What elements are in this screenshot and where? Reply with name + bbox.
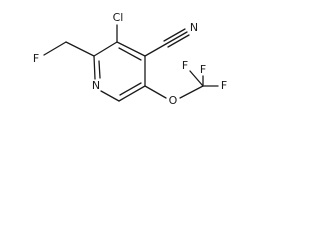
atom-label-trifluoro-f-left: F [182, 59, 188, 72]
atom-label-ether-oxygen: O [169, 94, 178, 107]
bond-c5-c6 [118, 85, 146, 102]
atom-label-fluoromethyl-fluorine: F [33, 52, 39, 65]
atom-label-chlorine: Cl [113, 11, 124, 24]
bond-n1-c2-inner [98, 60, 101, 79]
atom-label-nitrile-nitrogen: N [190, 21, 198, 34]
bond-c6-n1 [100, 90, 120, 102]
atom-label-trifluoro-f-right: F [221, 79, 227, 92]
pyridine-ring [93, 41, 146, 102]
bond-c2-c3 [93, 41, 118, 57]
bond-c5-c6-inner [119, 82, 142, 96]
bond-cf3-f-left [189, 70, 204, 87]
nitrile-triple-bond [163, 28, 190, 48]
bond-c2-ch2 [65, 41, 95, 57]
bond-n1-c2 [93, 55, 96, 80]
bond-c4-cn [144, 43, 167, 57]
bond-ch2-f [43, 41, 67, 56]
bond-o-cf3 [179, 85, 204, 99]
atom-label-trifluoro-f-top: F [200, 63, 206, 76]
bond-c5-o [144, 85, 167, 99]
atom-label-ring-nitrogen: N [92, 79, 100, 92]
bond-c3-c4-inner [118, 47, 142, 61]
molecule-structure: Cl N N F O F F F [33, 11, 227, 107]
bond-c3-c4 [116, 41, 146, 57]
